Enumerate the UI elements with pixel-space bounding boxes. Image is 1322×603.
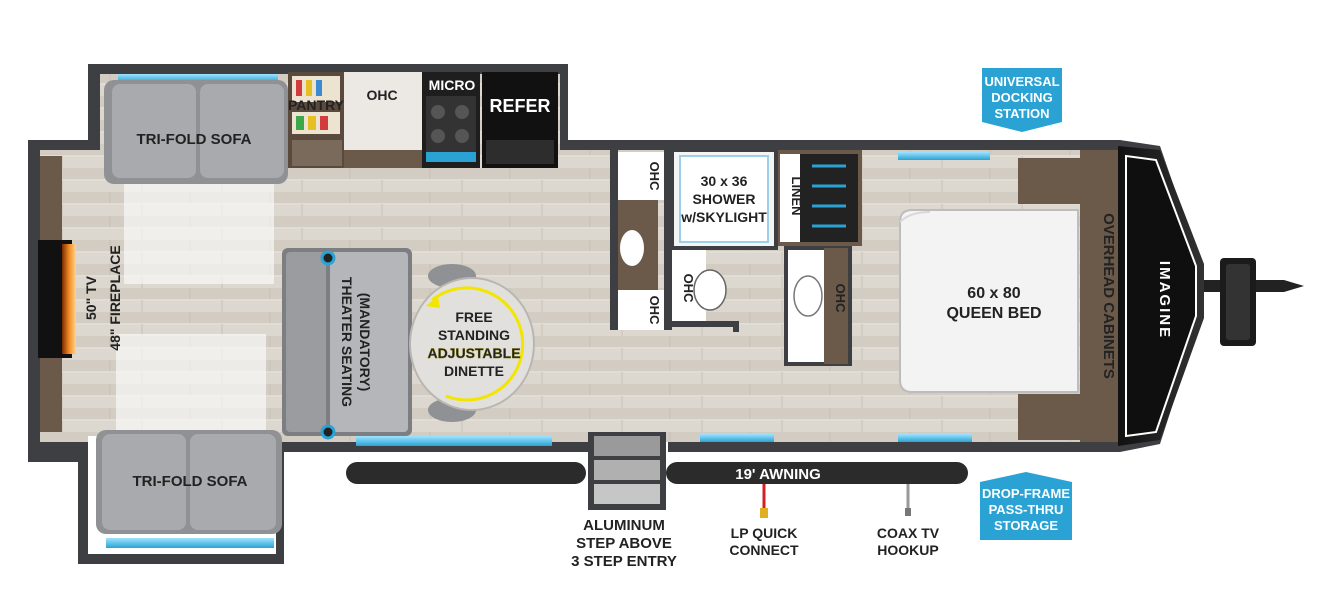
theater-seating: THEATER SEATING (MANDATORY) — [282, 248, 412, 440]
svg-text:STORAGE: STORAGE — [994, 518, 1058, 533]
svg-text:FREE: FREE — [455, 309, 492, 325]
svg-text:LP QUICK: LP QUICK — [731, 525, 798, 541]
svg-text:SHOWER: SHOWER — [693, 191, 756, 207]
svg-text:CONNECT: CONNECT — [729, 542, 799, 558]
svg-text:OHC: OHC — [681, 274, 696, 304]
awning: 19' AWNING — [346, 462, 968, 484]
svg-text:HOOKUP: HOOKUP — [877, 542, 938, 558]
svg-text:DOCKING: DOCKING — [991, 90, 1052, 105]
svg-text:OHC: OHC — [647, 296, 662, 326]
svg-text:STATION: STATION — [994, 106, 1049, 121]
svg-text:3 STEP ENTRY: 3 STEP ENTRY — [571, 553, 677, 570]
bathroom: OHC OHC OHC 30 x 36 SHOWER w/SKYLIGHT LI… — [610, 148, 862, 366]
docking-station-badge: UNIVERSAL DOCKING STATION — [982, 68, 1062, 132]
svg-text:OVERHEAD CABINETS: OVERHEAD CABINETS — [1100, 213, 1117, 379]
svg-text:(MANDATORY): (MANDATORY) — [357, 293, 373, 392]
drop-frame-storage-badge: DROP-FRAME PASS-THRU STORAGE — [980, 472, 1072, 540]
svg-text:DROP-FRAME: DROP-FRAME — [982, 486, 1070, 501]
entry-step — [588, 432, 666, 510]
svg-text:ADJUSTABLE: ADJUSTABLE — [427, 345, 520, 361]
svg-text:48" FIREPLACE: 48" FIREPLACE — [107, 245, 123, 350]
svg-text:STANDING: STANDING — [438, 327, 510, 343]
svg-text:OHC: OHC — [366, 87, 397, 103]
svg-text:MICRO: MICRO — [429, 77, 476, 93]
front-cap: IMAGINE — [1118, 146, 1204, 446]
coax-tv-hookup: COAX TV HOOKUP — [877, 484, 940, 558]
tri-fold-sofa-bottom: TRI-FOLD SOFA — [96, 334, 282, 534]
lp-quick-connect: LP QUICK CONNECT — [729, 484, 799, 558]
svg-text:REFER: REFER — [489, 96, 550, 116]
svg-text:60 x 80: 60 x 80 — [967, 285, 1020, 302]
svg-text:PASS-THRU: PASS-THRU — [989, 502, 1064, 517]
brand-logo: IMAGINE — [1156, 261, 1173, 339]
tv-fireplace: 50" TV 48" FIREPLACE — [38, 156, 123, 432]
svg-text:THEATER SEATING: THEATER SEATING — [339, 277, 355, 407]
svg-text:DINETTE: DINETTE — [444, 363, 504, 379]
svg-text:COAX TV: COAX TV — [877, 525, 940, 541]
dinette: FREE STANDING ADJUSTABLE DINETTE — [409, 264, 535, 422]
svg-text:TRI-FOLD SOFA: TRI-FOLD SOFA — [133, 473, 248, 490]
kitchen: PANTRY OHC MICRO REFER — [288, 72, 558, 168]
bedroom: 60 x 80 QUEEN BED OVERHEAD CABINETS — [899, 150, 1118, 442]
svg-text:TRI-FOLD SOFA: TRI-FOLD SOFA — [137, 131, 252, 148]
svg-text:50" TV: 50" TV — [83, 275, 99, 320]
svg-text:STEP ABOVE: STEP ABOVE — [576, 535, 672, 552]
svg-text:OHC: OHC — [647, 162, 662, 192]
tri-fold-sofa-top: TRI-FOLD SOFA — [104, 80, 288, 284]
hitch — [1204, 258, 1304, 346]
svg-text:w/SKYLIGHT: w/SKYLIGHT — [680, 209, 767, 225]
step-label: ALUMINUM STEP ABOVE 3 STEP ENTRY — [571, 517, 677, 570]
svg-text:30 x 36: 30 x 36 — [701, 173, 748, 189]
svg-text:ALUMINUM: ALUMINUM — [583, 517, 665, 534]
svg-text:OHC: OHC — [833, 284, 848, 314]
svg-text:PANTRY: PANTRY — [288, 97, 345, 113]
svg-text:LINEN: LINEN — [789, 177, 804, 216]
svg-text:19' AWNING: 19' AWNING — [735, 466, 821, 483]
svg-text:QUEEN BED: QUEEN BED — [946, 305, 1041, 322]
svg-text:UNIVERSAL: UNIVERSAL — [984, 74, 1059, 89]
